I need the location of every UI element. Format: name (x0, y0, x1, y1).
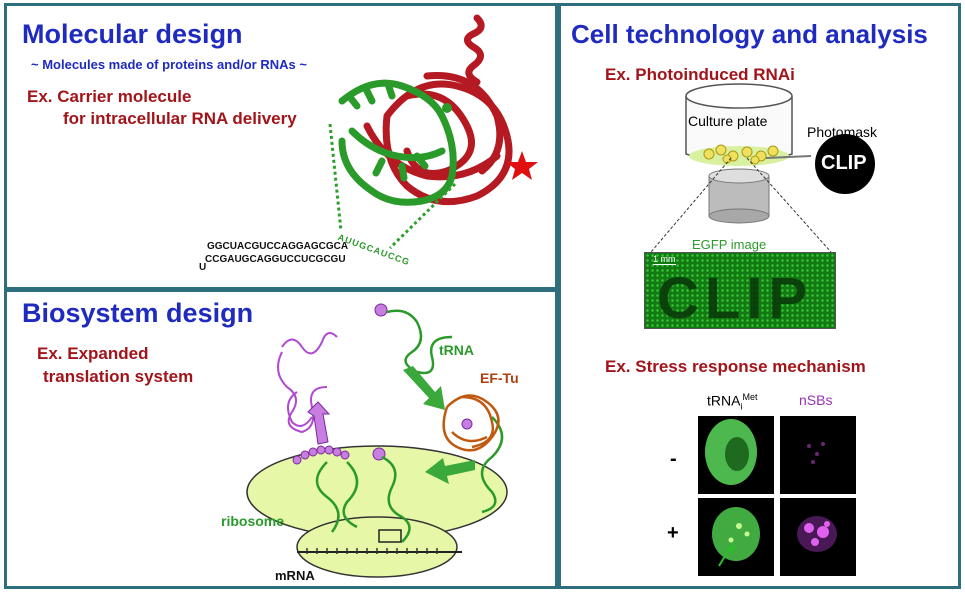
molecular-design-title: Molecular design (22, 19, 243, 49)
trna-label: tRNA (439, 342, 474, 358)
translation-system-illustration (246, 303, 508, 578)
photomask-label: Photomask (807, 124, 878, 140)
row-plus-label: + (667, 522, 679, 544)
photoinduced-rnai-example: Ex. Photoinduced RNAi (605, 65, 795, 84)
scale-bar-label: 1 mm (653, 254, 676, 265)
molecular-design-panel: Molecular design ~ Molecules made of pro… (4, 3, 558, 290)
eftu-protein (442, 394, 500, 452)
product-protein (277, 332, 338, 434)
translation-example-line1: Ex. Expanded (37, 344, 149, 363)
culture-plate-label: Culture plate (688, 113, 768, 129)
eftu-label: EF-Tu (480, 370, 519, 386)
molecular-design-subtitle: ~ Molecules made of proteins and/or RNAs… (31, 57, 307, 72)
biosystem-design-title: Biosystem design (22, 298, 254, 328)
rna-structure (338, 79, 457, 206)
rna-sequence-bottom: CCGAUGCAGGUCCUCGCGU (205, 254, 346, 265)
cell-technology-title: Cell technology and analysis (571, 19, 928, 49)
nsbs-column-label: nSBs (799, 392, 833, 408)
mrna-label: mRNA (275, 568, 315, 583)
clip-mask-text: CLIP (821, 152, 867, 174)
photoinduced-rnai-illustration (650, 83, 875, 253)
cell-technology-panel: Cell technology and analysis Ex. Photoin… (558, 3, 961, 589)
carrier-molecule-illustration (328, 14, 538, 250)
carrier-example-line1: Ex. Carrier molecule (27, 87, 192, 106)
rna-sequence-top: GGCUACGUCCAGGAGCGCA (207, 241, 349, 252)
trna-met-column-label: tRNAiMet (707, 392, 758, 412)
egfp-clip-pattern: CLIP (657, 266, 814, 329)
ribosome-label: ribosome (221, 513, 285, 529)
translation-example-line2: translation system (43, 367, 194, 386)
egfp-image-label: EGFP image (692, 237, 767, 252)
stress-response-example: Ex. Stress response mechanism (605, 357, 866, 376)
carrier-example-line2: for intracellular RNA delivery (63, 109, 297, 128)
egfp-image: 1 mm CLIP (644, 252, 836, 329)
trna-molecules (315, 309, 504, 543)
row-minus-label: - (670, 448, 677, 470)
star-icon (506, 151, 538, 180)
biosystem-design-panel: Biosystem design Ex. Expanded translatio… (4, 289, 558, 589)
protein-structure (363, 14, 513, 206)
rna-sequence-u: U (199, 262, 207, 273)
stress-response-micrographs (698, 416, 856, 576)
ribosome-small-subunit (296, 516, 458, 578)
